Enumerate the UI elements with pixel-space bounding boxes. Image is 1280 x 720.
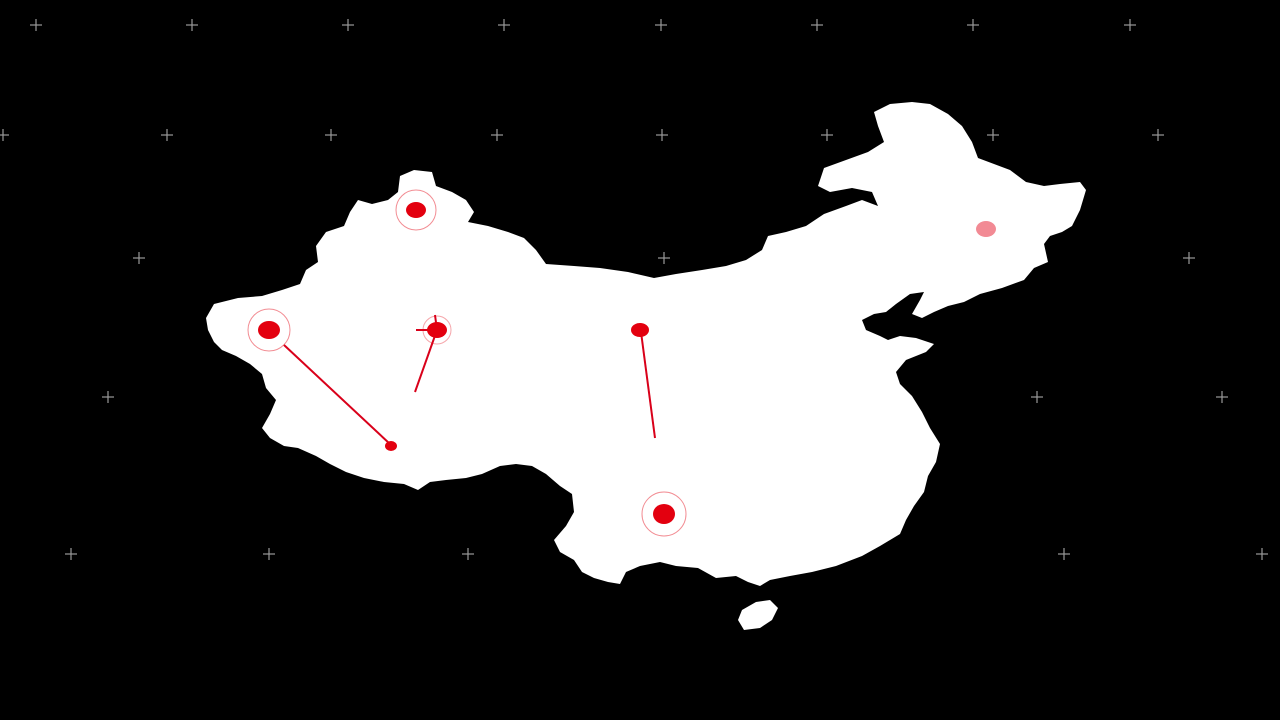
plus-cross-icon — [967, 19, 979, 31]
plus-cross-icon — [498, 19, 510, 31]
plus-cross-icon — [65, 548, 77, 560]
plus-cross-icon — [811, 19, 823, 31]
plus-cross-icon — [102, 391, 114, 403]
hainan-island-shape — [738, 600, 778, 630]
plus-cross-icon — [263, 548, 275, 560]
plus-cross-icon — [1031, 391, 1043, 403]
plus-cross-icon — [658, 252, 670, 264]
marker-center-west[interactable] — [422, 315, 452, 345]
china-mainland-shape — [206, 102, 1086, 586]
plus-cross-icon — [0, 129, 9, 141]
plus-cross-icon — [325, 129, 337, 141]
marker-south[interactable] — [641, 491, 687, 537]
plus-cross-icon — [133, 252, 145, 264]
plus-cross-icon — [161, 129, 173, 141]
plus-cross-icon — [655, 19, 667, 31]
plus-cross-icon — [1216, 391, 1228, 403]
plus-cross-icon — [1256, 548, 1268, 560]
plus-cross-icon — [1124, 19, 1136, 31]
plus-cross-icon — [342, 19, 354, 31]
plus-cross-icon — [987, 129, 999, 141]
plus-cross-icon — [1058, 548, 1070, 560]
link-line-center-west — [414, 329, 438, 393]
plus-cross-icon — [186, 19, 198, 31]
link-line-west-tibet — [283, 344, 391, 445]
plus-cross-icon — [462, 548, 474, 560]
plus-cross-icon — [30, 19, 42, 31]
marker-north-west[interactable] — [395, 189, 437, 231]
plus-cross-icon — [1183, 252, 1195, 264]
link-line-center — [640, 331, 656, 439]
plus-cross-icon — [821, 129, 833, 141]
marker-center[interactable] — [631, 323, 649, 337]
marker-tibet[interactable] — [385, 441, 397, 451]
plus-cross-icon — [1152, 129, 1164, 141]
grid-crosses — [0, 19, 1268, 560]
marker-north-east[interactable] — [976, 221, 996, 237]
plus-cross-icon — [656, 129, 668, 141]
marker-west[interactable] — [247, 308, 291, 352]
plus-cross-icon — [491, 129, 503, 141]
